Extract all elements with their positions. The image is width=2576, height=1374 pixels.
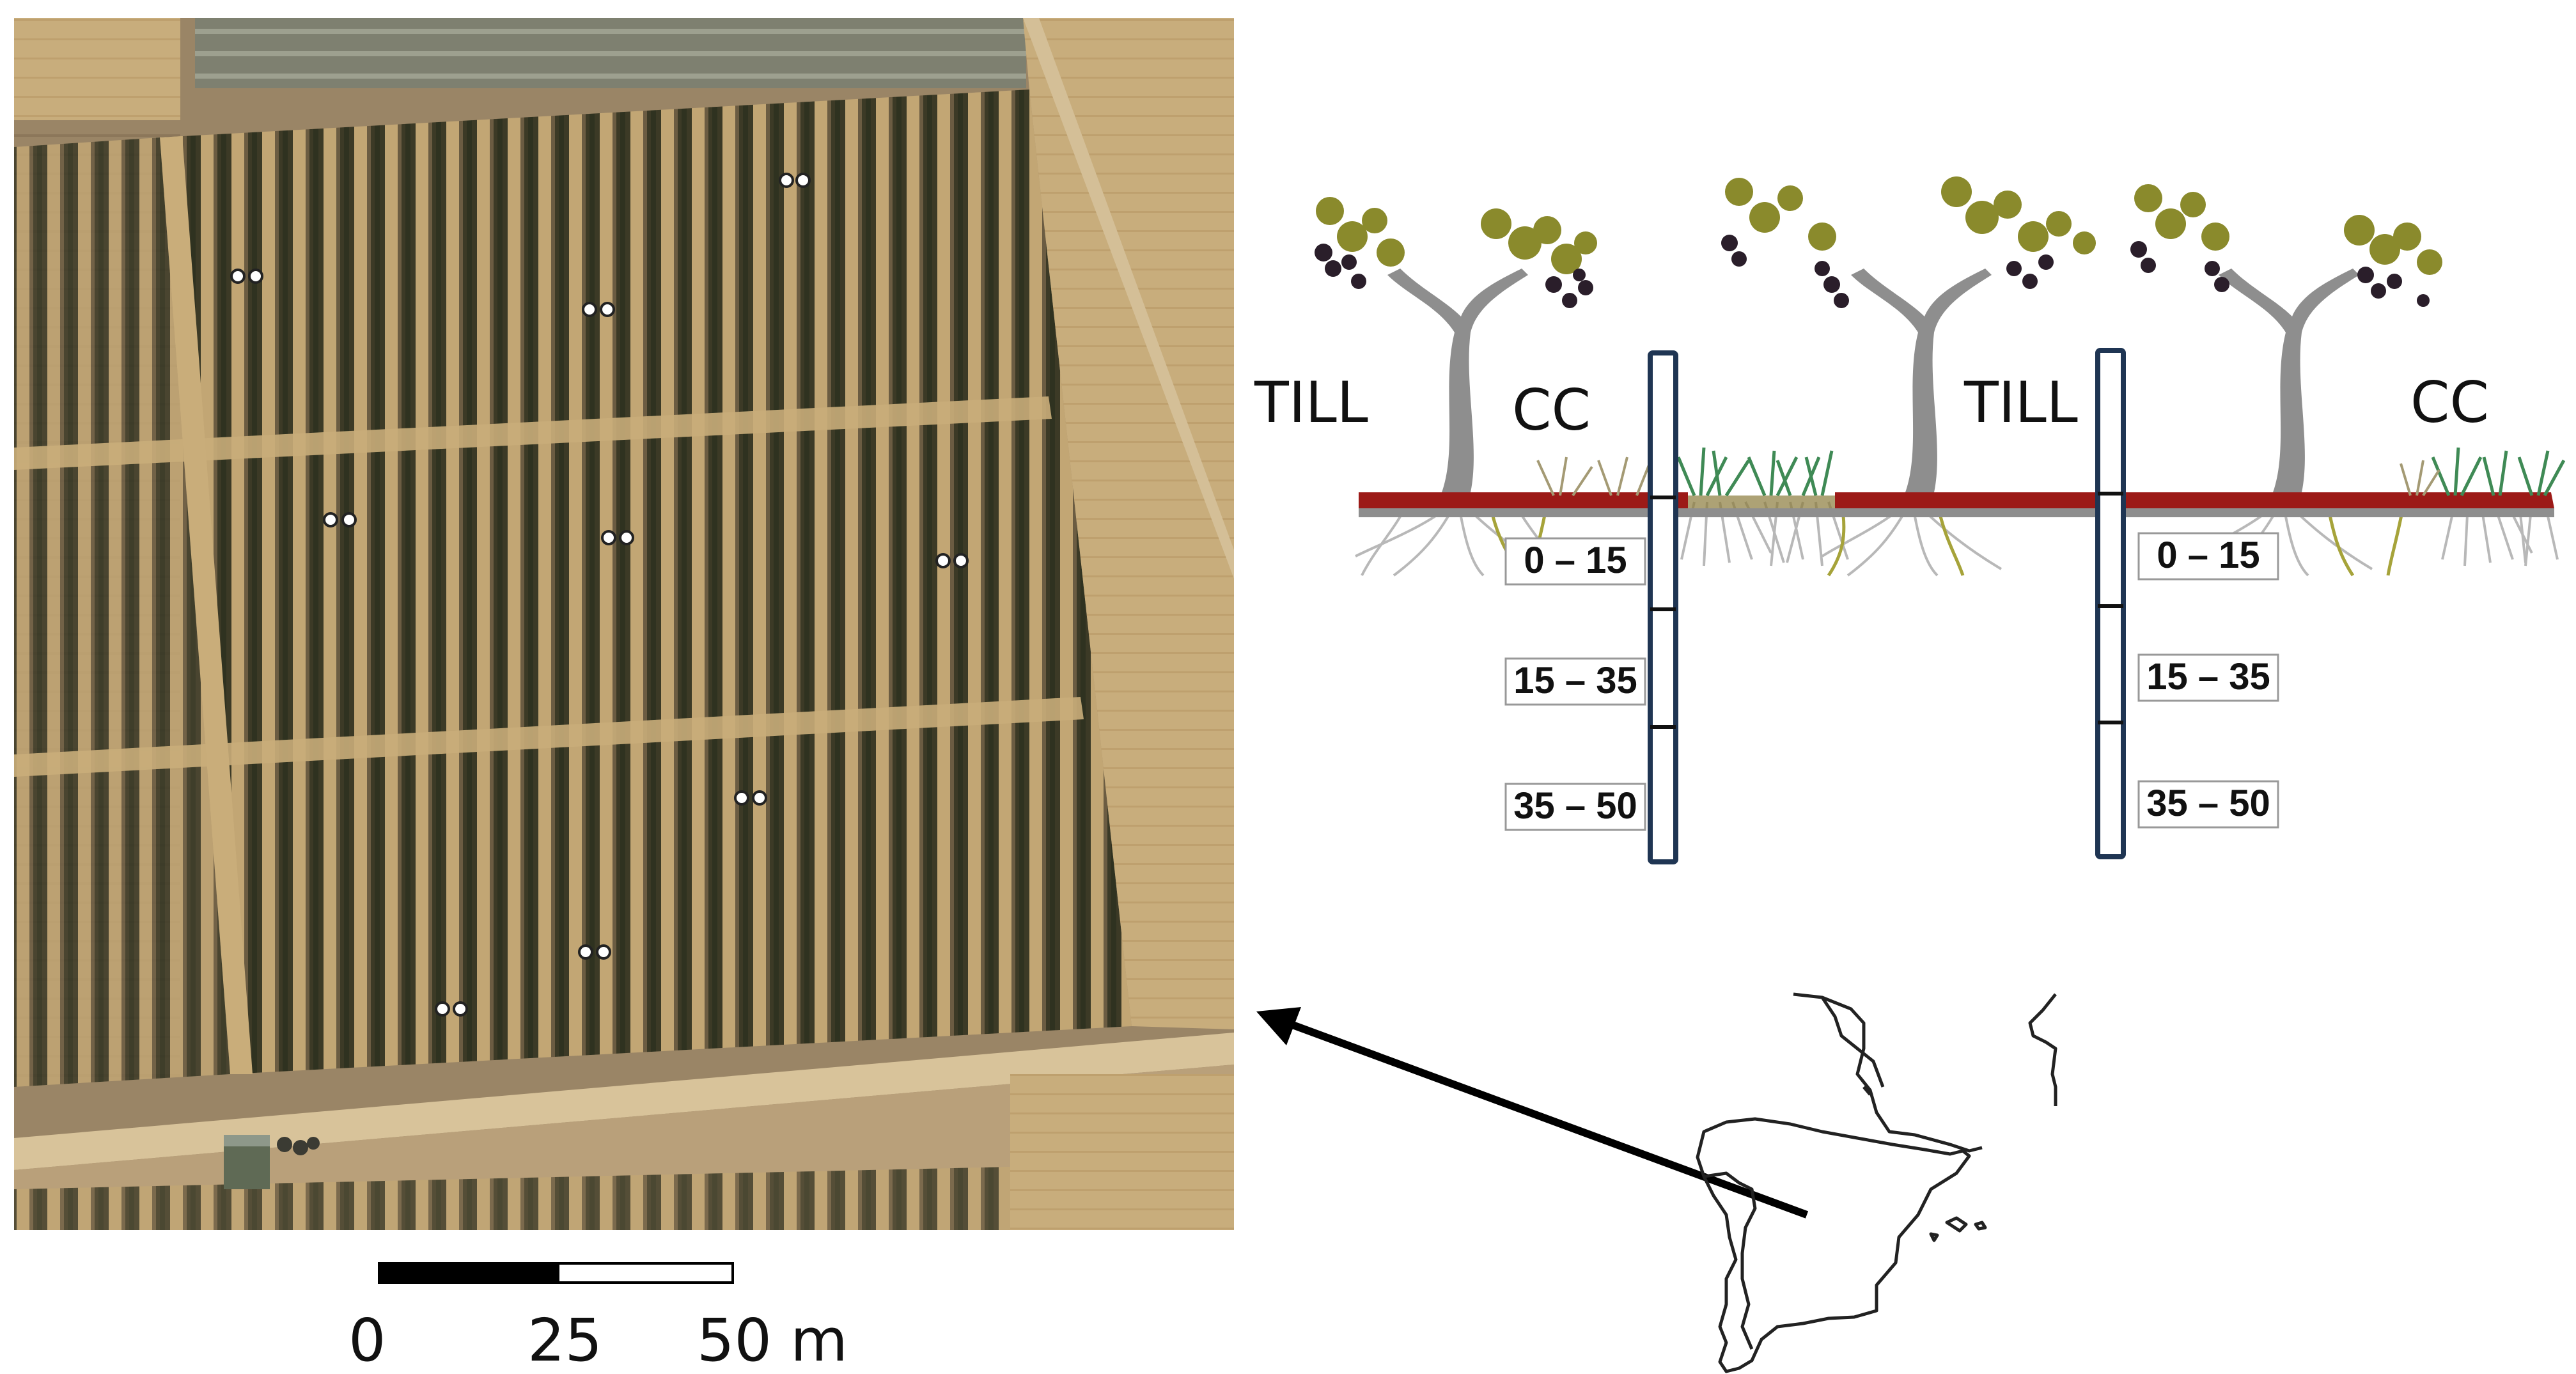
scale-tick-25: 25 [527, 1306, 602, 1374]
vineyard-block [160, 90, 1132, 1074]
sampling-points [230, 173, 969, 1017]
sampling-point-icon [230, 269, 263, 284]
label-till-left: TILL [1254, 370, 1368, 435]
depth-label-right-35-50: 35 – 50 [2137, 780, 2279, 829]
ground-line [1359, 508, 2554, 517]
soil-core-left [1648, 350, 1678, 864]
sampling-point-icon [578, 944, 611, 960]
country-border-france [1793, 992, 1983, 1153]
soil-surface-layer [1359, 492, 2554, 508]
svg-text:15 – 35: 15 – 35 [1513, 660, 1637, 701]
country-border-andorra [1862, 1086, 1871, 1096]
svg-text:35 – 50: 35 – 50 [1513, 785, 1637, 827]
sampling-point-icon [935, 553, 969, 568]
iberia-map [1696, 992, 2057, 1373]
coast-france-west [1820, 996, 1885, 1088]
scale-bar: 0 25 50 m [348, 1262, 848, 1374]
vine-plant-icon [1315, 197, 1597, 492]
label-till-right: TILL [1963, 370, 2078, 435]
balearic-islands [1929, 1216, 1987, 1242]
location-arrow-icon [1256, 1007, 1809, 1219]
svg-text:0 – 15: 0 – 15 [1524, 540, 1627, 581]
sampling-point-icon [734, 790, 767, 806]
vine-plant-icon [2130, 184, 2442, 492]
depth-label-right-15-35: 15 – 35 [2137, 653, 2279, 702]
sampling-point-icon [601, 530, 634, 545]
aerial-image [14, 18, 1234, 1230]
iberia-coast [1696, 1117, 1971, 1373]
depth-label-left-0-15: 0 – 15 [1504, 537, 1646, 586]
cover-crop-grass [1676, 447, 2566, 497]
sampling-point-icon [582, 302, 615, 317]
vine-plant-icon [1721, 176, 2096, 492]
depth-label-left-35-50: 35 – 50 [1504, 783, 1646, 831]
scale-tick-50m: 50 m [697, 1306, 848, 1374]
svg-text:35 – 50: 35 – 50 [2146, 783, 2270, 824]
label-cc-left: CC [1512, 377, 1591, 443]
sampling-point-icon [323, 512, 357, 527]
coast-corsica-italy [2028, 993, 2057, 1106]
svg-text:15 – 35: 15 – 35 [2146, 656, 2270, 698]
soil-core-right [2095, 348, 2126, 859]
svg-text:0 – 15: 0 – 15 [2157, 535, 2260, 576]
sampling-point-icon [435, 1001, 468, 1017]
soil-profile-diagram: TILL CC TILL CC 0 – 15 15 – 35 [1254, 176, 2566, 864]
depth-label-left-15-35: 15 – 35 [1504, 657, 1646, 706]
label-cc-right: CC [2410, 370, 2489, 435]
country-border-portugal [1703, 1171, 1757, 1350]
scale-tick-0: 0 [348, 1306, 386, 1374]
depth-label-right-0-15: 0 – 15 [2137, 532, 2279, 581]
sampling-point-icon [779, 173, 811, 188]
